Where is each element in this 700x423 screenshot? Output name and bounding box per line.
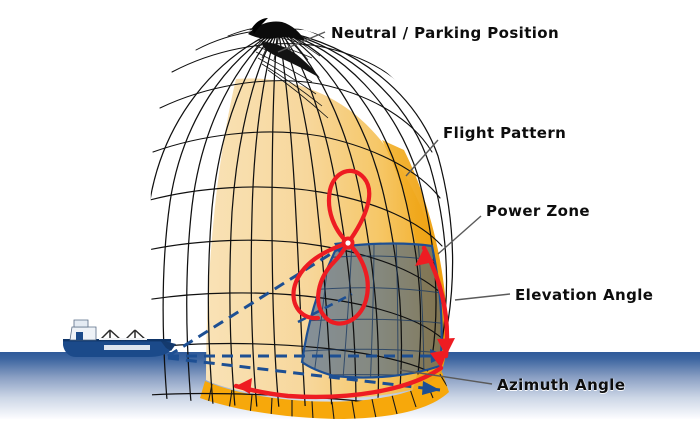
tether-lines <box>167 241 446 392</box>
kite-neutral-position <box>248 18 320 78</box>
wireframe-mesh <box>142 24 454 407</box>
flight-pattern-path <box>291 168 372 326</box>
label-flight-pattern: Flight Pattern <box>443 124 567 142</box>
towing-vessel <box>63 319 176 357</box>
leader-neutral <box>277 31 326 53</box>
leader-flight <box>405 139 439 177</box>
azimuth-sweep-line <box>167 356 441 392</box>
elevation-angle-arc <box>415 245 455 359</box>
label-neutral-parking-position: Neutral / Parking Position <box>331 24 560 42</box>
power-zone-outline <box>300 242 443 379</box>
leader-lines <box>277 31 511 385</box>
azimuth-angle-arc <box>233 350 448 400</box>
label-elevation-angle: Elevation Angle <box>515 286 654 304</box>
power-zone-patch <box>302 243 442 378</box>
azimuth-inner-dash <box>297 292 353 324</box>
leader-power <box>437 215 482 255</box>
label-azimuth-angle: Azimuth Angle <box>497 376 626 394</box>
leader-azimuth <box>399 369 493 385</box>
azimuth-band <box>200 372 449 419</box>
azimuth-band-ticks <box>207 372 448 419</box>
flight-pattern-marker <box>341 236 355 250</box>
label-power-zone: Power Zone <box>486 202 590 220</box>
leader-elevation <box>454 293 511 301</box>
